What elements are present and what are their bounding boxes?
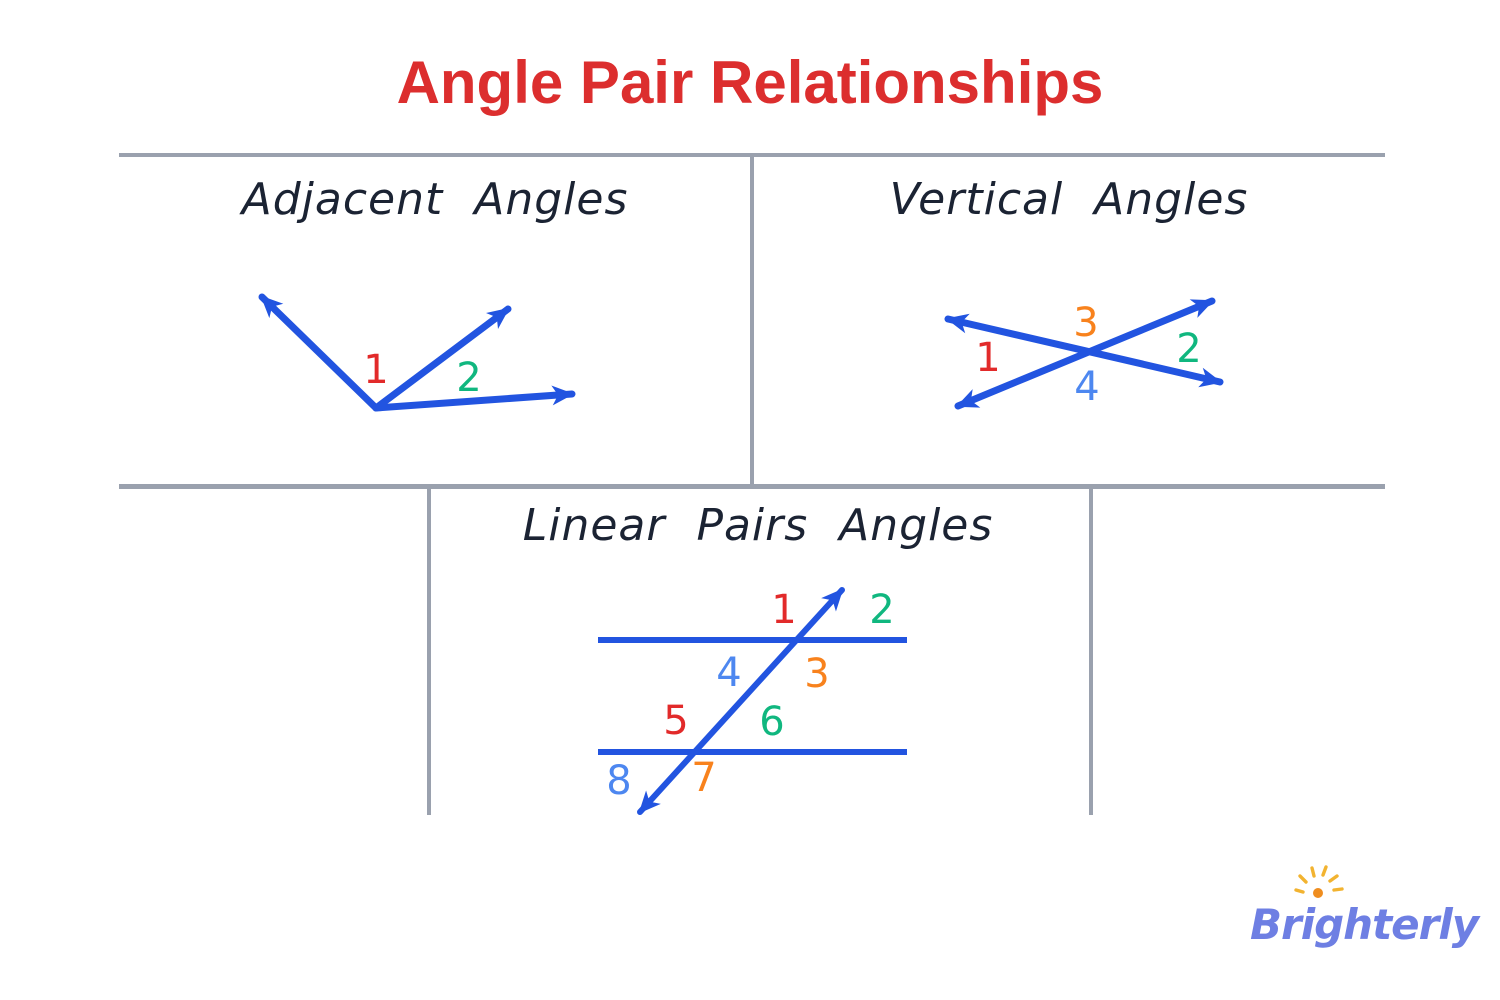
page-title: Angle Pair Relationships <box>396 49 1104 116</box>
angle-label-linear-8: 8 <box>606 758 632 804</box>
angle-label-linear-4: 4 <box>716 650 742 696</box>
angle-label-linear-3: 3 <box>804 651 830 697</box>
adjacent-angles-figure <box>258 293 576 412</box>
divider-horizontal-bottom <box>119 484 1385 489</box>
brighterly-logo: Brighterly <box>1250 865 1479 956</box>
angle-label-linear-1: 1 <box>771 587 797 633</box>
divider-vertical-lower-right <box>1089 489 1093 815</box>
linear-pairs-figure <box>598 587 907 815</box>
angle-label-linear-7: 7 <box>691 755 717 801</box>
angle-label-vertical-2: 2 <box>1176 326 1202 372</box>
section-title-adjacent-angles: Adjacent Angles <box>241 174 629 225</box>
angle-label-linear-2: 2 <box>869 587 895 633</box>
adjacent-ray-up-right <box>372 305 512 412</box>
angle-label-vertical-1: 1 <box>975 335 1001 381</box>
angle-label-linear-6: 6 <box>759 699 785 745</box>
angle-label-adjacent-2: 2 <box>456 355 482 401</box>
sun-icon <box>1294 865 1344 898</box>
divider-vertical-lower-left <box>427 489 431 815</box>
angle-label-vertical-3: 3 <box>1073 300 1099 346</box>
logo-text: Brighterly <box>1250 900 1479 949</box>
angle-label-adjacent-1: 1 <box>363 347 389 393</box>
angle-label-vertical-4: 4 <box>1074 364 1100 410</box>
divider-vertical-middle <box>750 153 754 487</box>
section-title-vertical-angles: Vertical Angles <box>889 174 1249 225</box>
section-title-linear-pairs-angles: Linear Pairs Angles <box>522 500 994 551</box>
adjacent-ray-up-left <box>258 293 380 412</box>
angle-label-linear-5: 5 <box>663 698 689 744</box>
